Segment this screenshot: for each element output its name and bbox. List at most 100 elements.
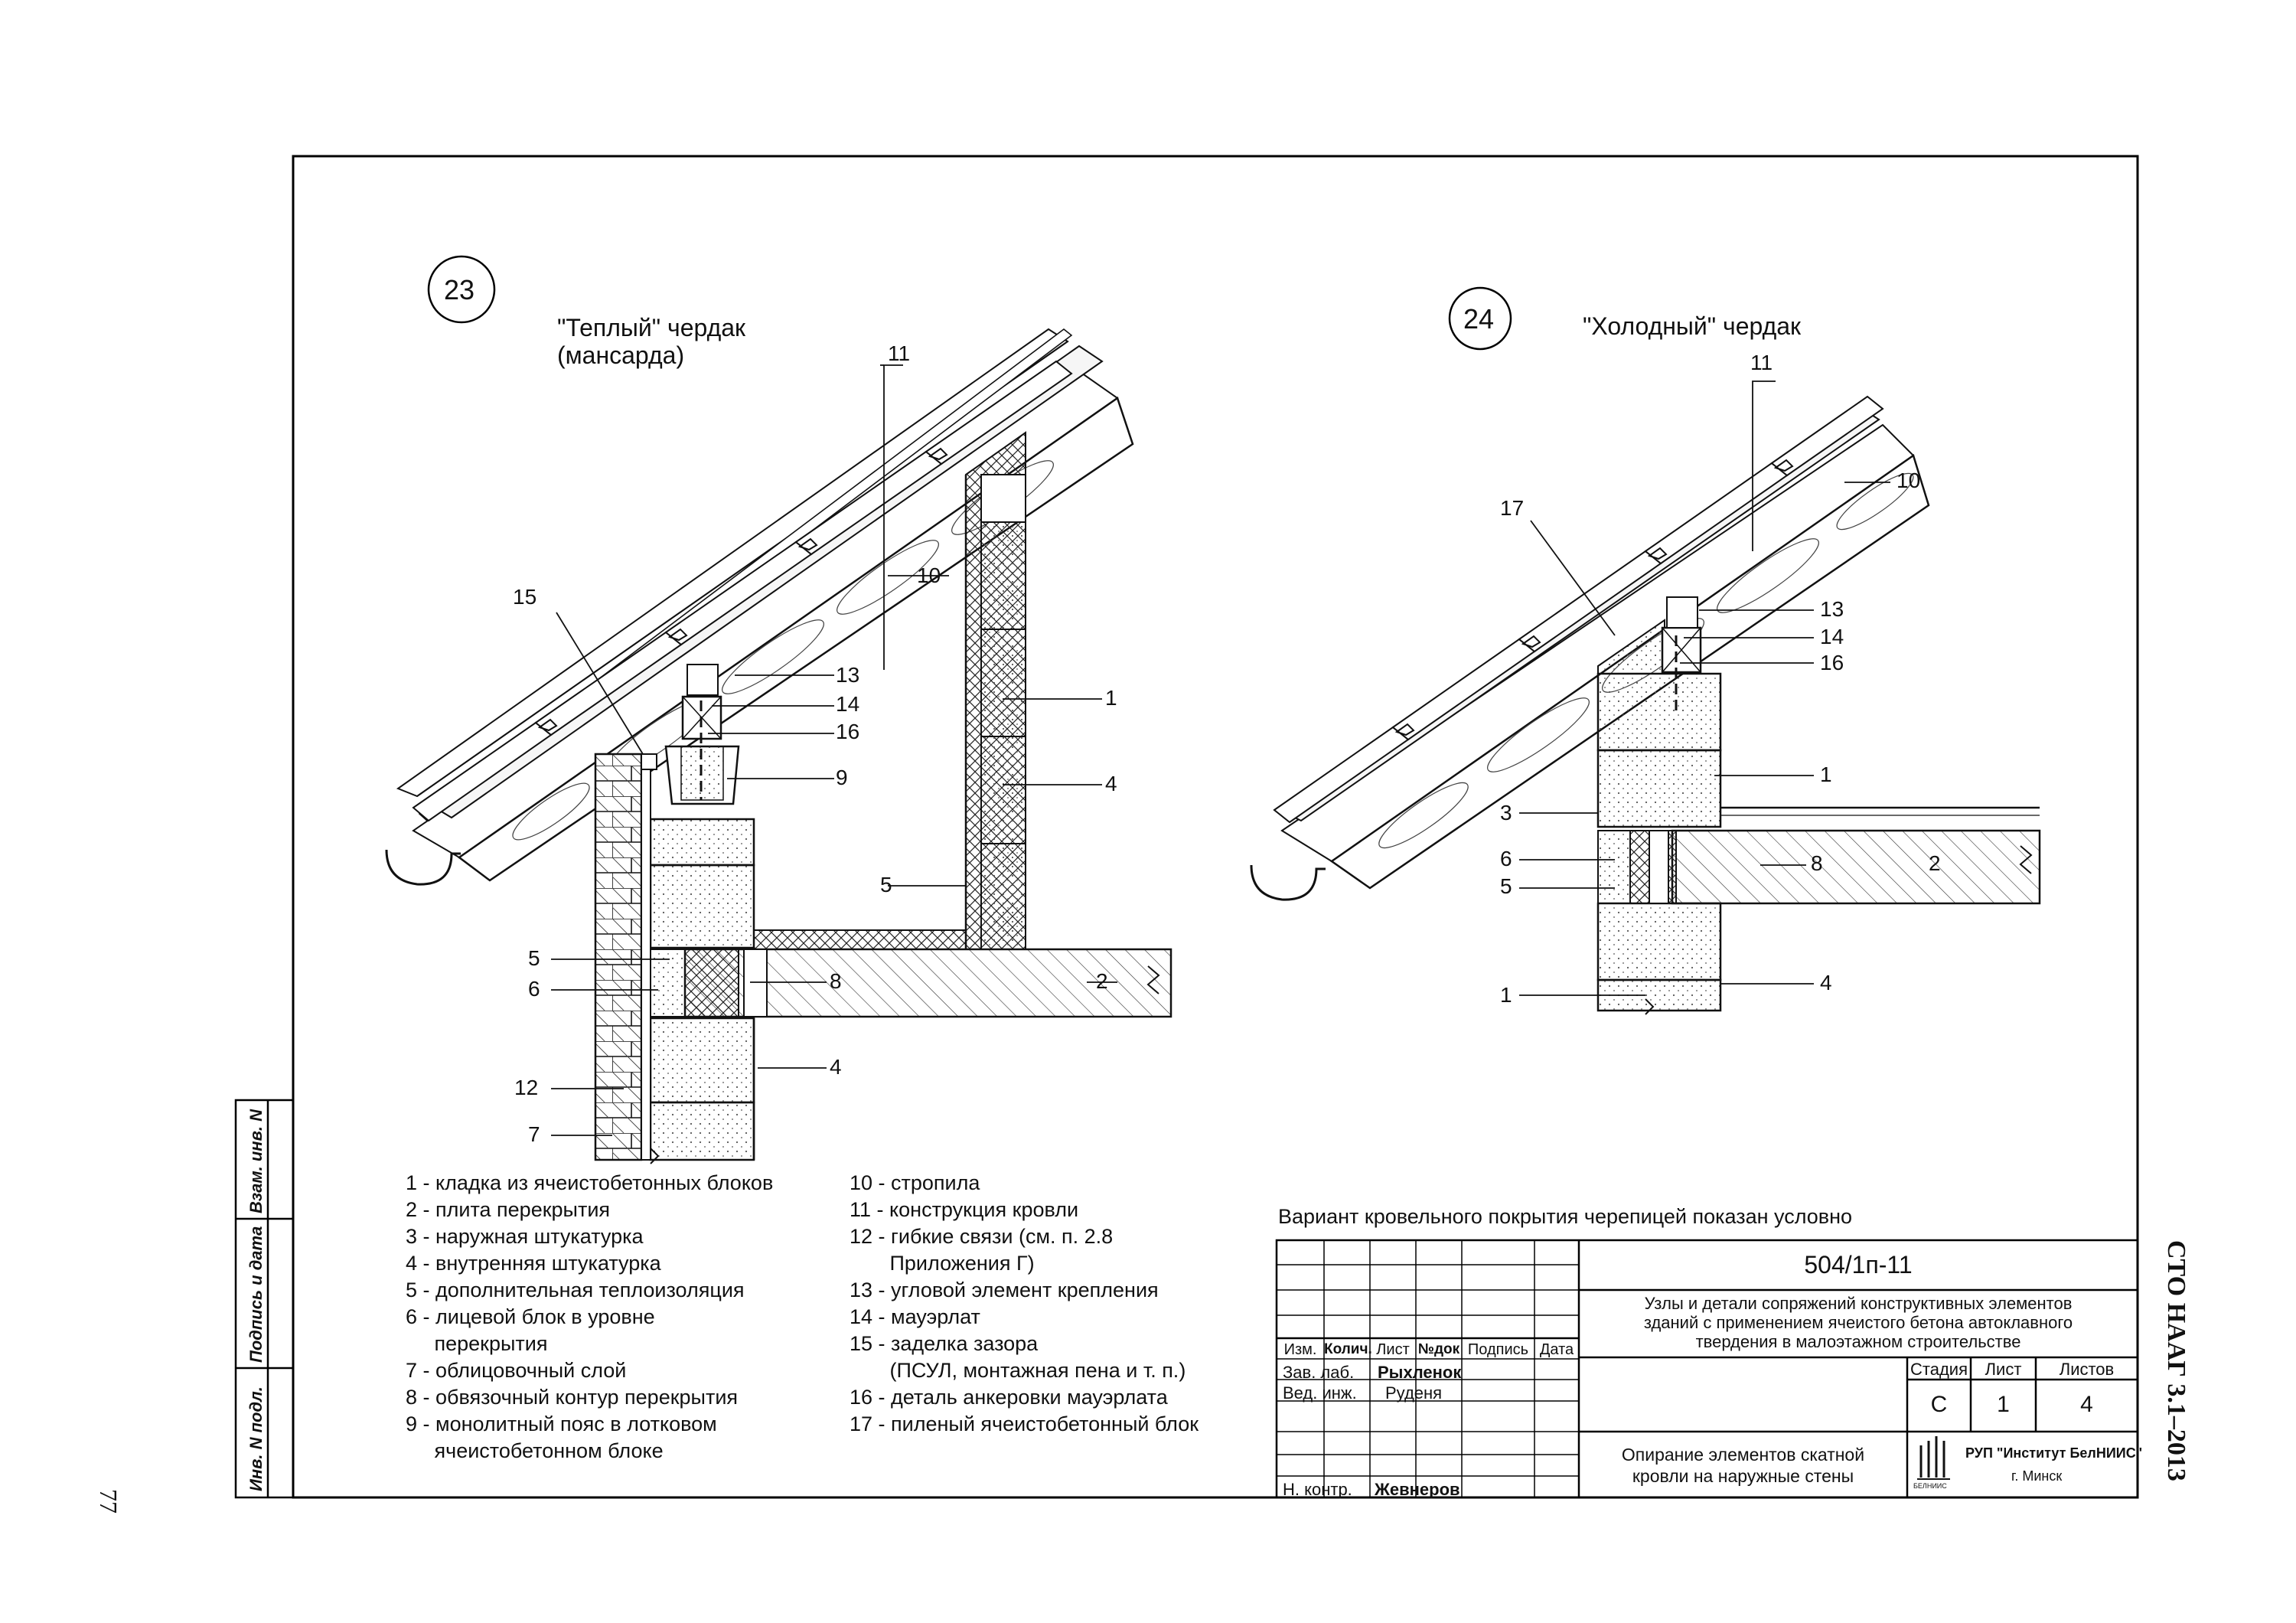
org-logo-mark xyxy=(1917,1436,1950,1480)
sheet-title-line: кровли на наружные стены xyxy=(1632,1466,1854,1486)
role-zav-lab: Зав. лаб. xyxy=(1283,1363,1355,1382)
legend-left: 1 - кладка из ячеистобетонных блоков 2 -… xyxy=(406,1170,773,1465)
callout-24-10: 10 xyxy=(1896,469,1921,492)
detail-24-drawing xyxy=(1250,286,2041,1015)
callout-24-4: 4 xyxy=(1820,971,1832,994)
detail-23-number: 23 xyxy=(444,274,475,305)
legend-item: 17 - пиленый ячеистобетонный блок xyxy=(850,1412,1199,1435)
callout-23-15: 15 xyxy=(513,585,537,609)
side-stamp-podpis: Подпись и дата xyxy=(246,1226,266,1363)
legend-item: 11 - конструкция кровли xyxy=(850,1198,1079,1221)
callout-23-7: 7 xyxy=(528,1122,540,1146)
legend-item: ячеистобетонном блоке xyxy=(406,1439,664,1462)
legend-item: 16 - деталь анкеровки мауэрлата xyxy=(850,1386,1168,1409)
callout-23-14: 14 xyxy=(836,692,860,716)
legend-item: 5 - дополнительная теплоизоляция xyxy=(406,1278,745,1301)
legend-item: 1 - кладка из ячеистобетонных блоков xyxy=(406,1171,774,1194)
sheet-frame xyxy=(292,155,2139,1499)
legend-item: перекрытия xyxy=(406,1332,548,1355)
side-document-code: СТО НААГ 3.1–2013 xyxy=(2162,1240,2190,1481)
callout-24-16: 16 xyxy=(1820,651,1844,674)
legend-item: 7 - облицовочный слой xyxy=(406,1359,627,1382)
stage-label: Стадия xyxy=(1910,1360,1968,1379)
callout-23-4-lower: 4 xyxy=(830,1055,842,1079)
callout-23-16: 16 xyxy=(836,720,860,743)
org-city: г. Минск xyxy=(2011,1468,2063,1484)
callout-23-8: 8 xyxy=(830,969,842,993)
callout-23-9: 9 xyxy=(836,766,848,789)
callout-23-13: 13 xyxy=(836,663,860,687)
callout-23-5-lower: 5 xyxy=(528,946,540,970)
legend-item: 15 - заделка зазора xyxy=(850,1332,1039,1355)
callout-23-10: 10 xyxy=(917,563,941,587)
legend-item: (ПСУЛ, монтажная пена и т. п.) xyxy=(850,1359,1186,1382)
sheets-value: 4 xyxy=(2080,1392,2093,1417)
side-stamp-inv-podl: Инв. N подл. xyxy=(246,1386,266,1491)
callout-23-5: 5 xyxy=(880,873,892,896)
callout-24-14: 14 xyxy=(1820,625,1844,648)
detail-24-number: 24 xyxy=(1463,303,1495,335)
project-title: Узлы и детали сопряжений конструктивных … xyxy=(1579,1294,2138,1351)
org-name: РУП "Институт БелНИИС" xyxy=(1965,1445,2143,1461)
legend-item: 9 - монолитный пояс в лотковом xyxy=(406,1412,717,1435)
callout-24-11: 11 xyxy=(1750,351,1773,374)
side-stamp-frame xyxy=(234,1099,295,1499)
callout-23-4: 4 xyxy=(1105,772,1117,795)
sheet-label: Лист xyxy=(1985,1360,2022,1379)
legend-item: 12 - гибкие связи (см. п. 2.8 xyxy=(850,1225,1114,1248)
project-title-line: зданий с применением ячеистого бетона ав… xyxy=(1643,1313,2073,1332)
callout-24-8: 8 xyxy=(1811,851,1823,875)
callout-24-2: 2 xyxy=(1929,851,1941,875)
side-stamp-vzam: Взам. инв. N xyxy=(246,1109,266,1213)
role-n-kontr: Н. контр. xyxy=(1283,1480,1352,1499)
callout-24-13: 13 xyxy=(1820,597,1844,621)
header-podpis: Подпись xyxy=(1467,1341,1529,1358)
sheets-label: Листов xyxy=(2059,1360,2115,1379)
detail-23-title: "Теплый" чердак xyxy=(557,314,746,341)
project-title-line: твердения в малоэтажном строительстве xyxy=(1695,1332,2021,1351)
callout-24-17: 17 xyxy=(1500,496,1525,520)
callout-24-3: 3 xyxy=(1500,801,1512,825)
callout-24-1: 1 xyxy=(1820,763,1832,786)
header-ndok: №док xyxy=(1417,1341,1460,1357)
callout-23-2: 2 xyxy=(1096,969,1108,993)
callout-23-11: 11 xyxy=(888,341,911,365)
sheet-title: Опирание элементов скатной кровли на нар… xyxy=(1579,1444,1907,1487)
legend-item: 2 - плита перекрытия xyxy=(406,1198,611,1221)
header-izm: Изм. xyxy=(1283,1341,1317,1358)
stage-value: С xyxy=(1930,1392,1948,1417)
name-rykhlenok: Рыхленок xyxy=(1378,1363,1462,1382)
header-data: Дата xyxy=(1539,1341,1574,1358)
callout-23-12: 12 xyxy=(514,1076,539,1099)
name-zhevnerov: Жевнеров xyxy=(1375,1480,1460,1499)
project-title-line: Узлы и детали сопряжений конструктивных … xyxy=(1644,1294,2073,1313)
callout-24-5: 5 xyxy=(1500,874,1512,898)
legend-item: Приложения Г) xyxy=(850,1252,1035,1275)
sheet-value: 1 xyxy=(1997,1392,2010,1417)
callout-23-1: 1 xyxy=(1105,686,1117,710)
header-list: Лист xyxy=(1376,1341,1410,1358)
callout-24-1-lower: 1 xyxy=(1500,983,1512,1007)
role-ved-inzh: Вед. инж. xyxy=(1283,1383,1357,1403)
legend-item: 4 - внутренняя штукатурка xyxy=(406,1252,661,1275)
title-block-grid xyxy=(1277,1240,1579,1497)
legend-item: 14 - мауэрлат xyxy=(850,1305,980,1328)
drawing-code: 504/1п-11 xyxy=(1804,1251,1913,1278)
name-rudenya: Руденя xyxy=(1385,1383,1443,1403)
legend-item: 10 - стропила xyxy=(850,1171,980,1194)
page-number: 77 xyxy=(95,1489,122,1514)
legend-item: 3 - наружная штукатурка xyxy=(406,1225,644,1248)
legend-item: 6 - лицевой блок в уровне xyxy=(406,1305,655,1328)
detail-23-subtitle: (мансарда) xyxy=(557,341,685,369)
title-block-frame xyxy=(1275,1239,2139,1499)
detail-24-title: "Холодный" чердак xyxy=(1583,312,1802,340)
callout-24-6: 6 xyxy=(1500,847,1512,870)
org-logo-text: БЕЛНИИС xyxy=(1913,1482,1947,1490)
header-kolich: Колич. xyxy=(1324,1341,1372,1357)
legend-right: 10 - стропила 11 - конструкция кровли 12… xyxy=(850,1170,1199,1438)
callout-23-6: 6 xyxy=(528,977,540,1001)
legend-item: 8 - обвязочный контур перекрытия xyxy=(406,1386,739,1409)
detail-23-drawing xyxy=(385,255,1172,1164)
legend-item: 13 - угловой элемент крепления xyxy=(850,1278,1159,1301)
